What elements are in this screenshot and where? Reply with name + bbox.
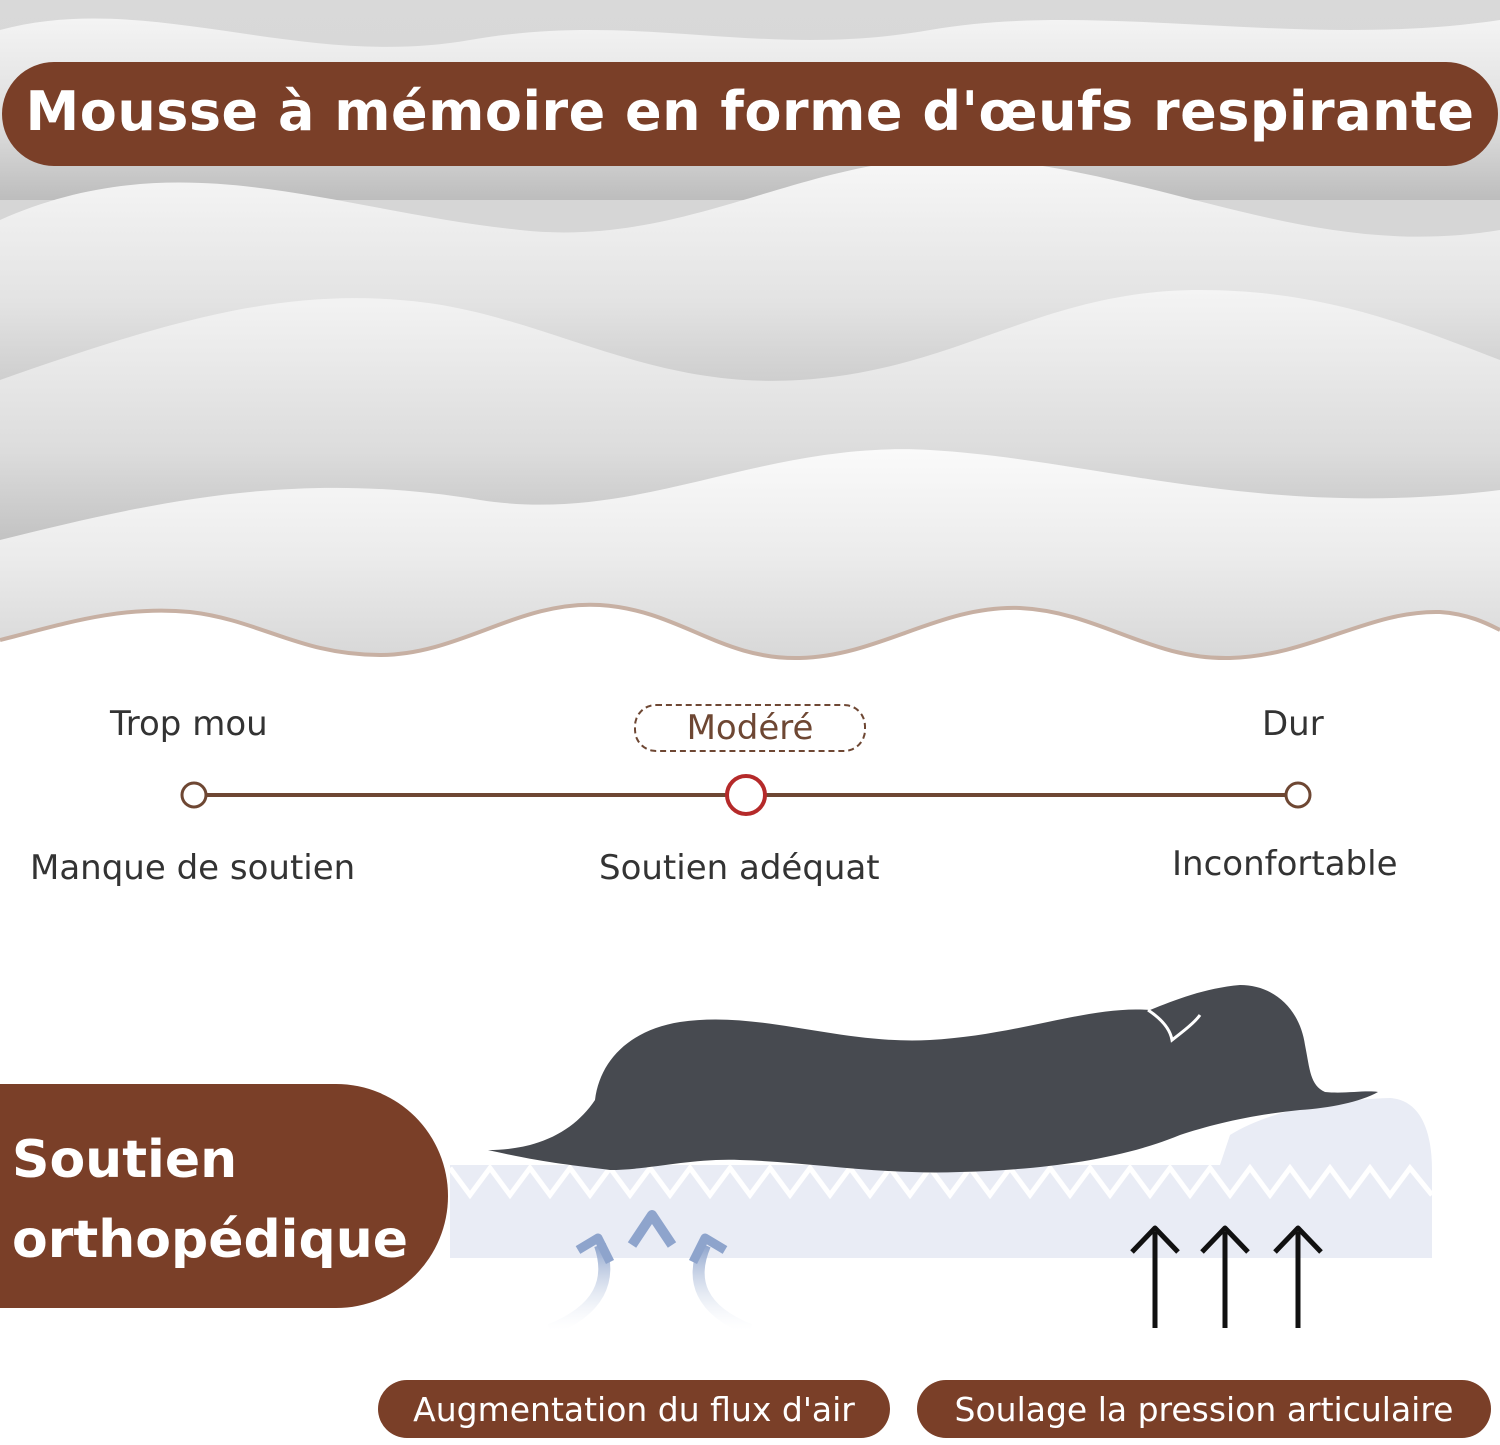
pressure-badge-label: Soulage la pression articulaire — [954, 1389, 1454, 1429]
label-uncomfortable: Inconfortable — [1172, 844, 1398, 884]
scale-point-moderate — [725, 774, 767, 816]
pressure-badge: Soulage la pression articulaire — [917, 1380, 1491, 1438]
label-moderate-box: Modéré — [634, 704, 866, 752]
label-too-soft: Trop mou — [110, 704, 268, 744]
label-adequate-support: Soutien adéquat — [599, 848, 880, 888]
dog-silhouette — [488, 985, 1378, 1173]
mattress — [447, 1098, 1434, 1258]
airflow-arrows — [547, 1210, 753, 1336]
label-lack-support: Manque de soutien — [30, 848, 356, 888]
scale-point-soft — [180, 781, 208, 809]
label-moderate: Modéré — [686, 708, 814, 748]
dog-mattress-illustration — [447, 985, 1434, 1336]
airflow-badge-label: Augmentation du flux d'air — [413, 1389, 855, 1429]
pressure-arrows — [1130, 1225, 1323, 1328]
scale-point-hard — [1284, 781, 1312, 809]
label-hard: Dur — [1262, 704, 1324, 744]
orthopedic-support-panel: Soutien orthopédique — [0, 1084, 448, 1308]
firmness-scale — [180, 774, 1312, 816]
support-title-line2: orthopédique — [12, 1210, 409, 1270]
support-title-line1: Soutien — [12, 1130, 238, 1190]
airflow-badge: Augmentation du flux d'air — [378, 1380, 890, 1438]
title-banner: Mousse à mémoire en forme d'œufs respira… — [2, 62, 1498, 166]
dog-ear — [1147, 1008, 1202, 1043]
page-title: Mousse à mémoire en forme d'œufs respira… — [25, 79, 1475, 143]
